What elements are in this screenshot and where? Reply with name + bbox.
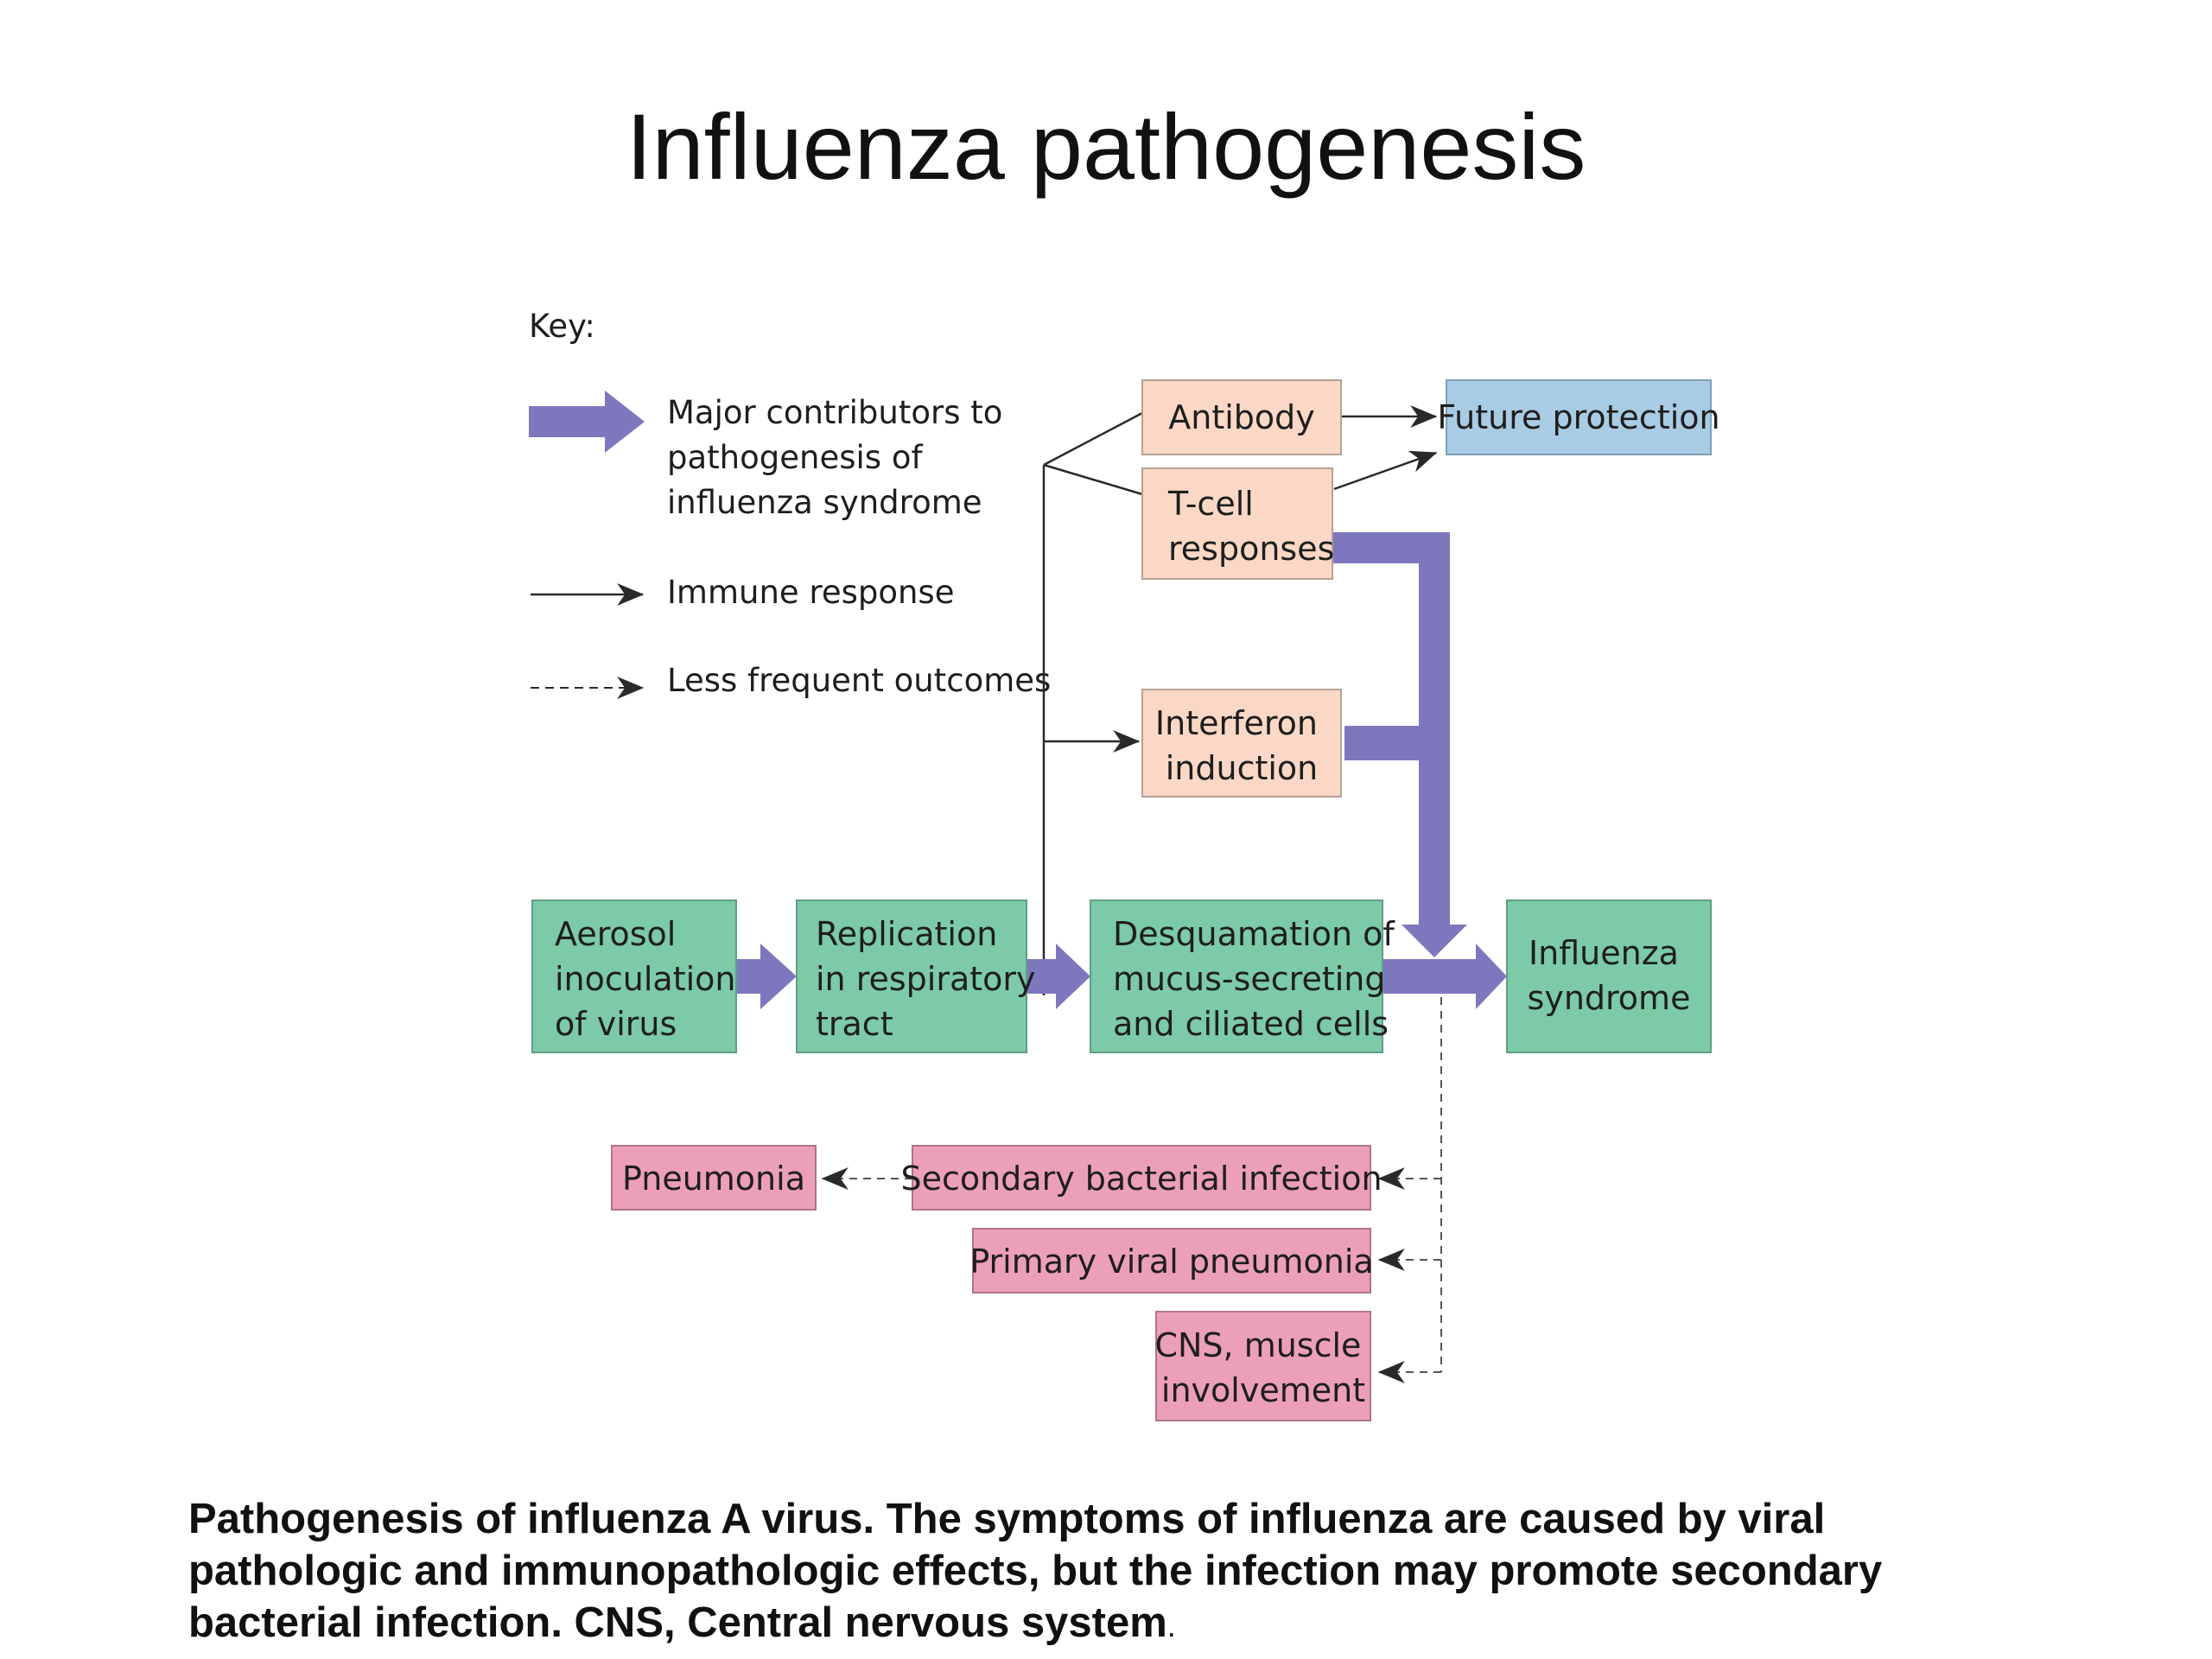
node-future-protection: Future protection <box>1437 379 1720 455</box>
svg-text:Antibody: Antibody <box>1168 398 1315 436</box>
svg-text:CNS, muscle involvement: CNS, muscle involvement <box>1154 1326 1371 1409</box>
key-immune-label: Immune response <box>667 574 954 611</box>
major-arrows <box>734 532 1507 1009</box>
node-antibody: Antibody <box>1141 379 1342 455</box>
figure-caption: Pathogenesis of influenza A virus. The s… <box>188 1493 2037 1652</box>
caption-line-2: pathologic and immunopathologic effects,… <box>188 1548 1883 1594</box>
arrow-replication-to-desquamation <box>1027 944 1090 1009</box>
arrow-desquamation-to-syndrome <box>1382 944 1507 1009</box>
node-tcell-responses: T-cell responses <box>1141 467 1334 580</box>
svg-text:Interferon induction: Interferon induction <box>1155 704 1328 787</box>
immune-connectors <box>1042 405 1438 995</box>
node-aerosol-inoculation: Aerosol inoculation of virus <box>531 899 747 1053</box>
key-legend: Key: Major contributors to pathogenesis … <box>529 308 1051 699</box>
node-desquamation: Desquamation of mucus-secreting and cili… <box>1090 899 1405 1053</box>
arrow-immune-to-syndrome <box>1332 532 1467 957</box>
node-replication: Replication in respiratory tract <box>796 899 1046 1053</box>
node-secondary-bacterial-infection: Secondary bacterial infection <box>900 1145 1382 1211</box>
svg-text:Primary viral pneumonia: Primary viral pneumonia <box>969 1243 1373 1281</box>
key-less-frequent-label: Less frequent outcomes <box>667 662 1051 699</box>
node-cns-muscle-involvement: CNS, muscle involvement <box>1154 1311 1371 1421</box>
less-frequent-connectors <box>821 997 1442 1383</box>
svg-text:T-cell responses: T-cell responses <box>1167 485 1334 568</box>
svg-text:Pneumonia: Pneumonia <box>622 1160 805 1198</box>
slide-title: Influenza pathogenesis <box>626 94 1586 199</box>
caption-line-3-text: bacterial infection. CNS, Central nervou… <box>188 1599 1167 1646</box>
node-interferon-induction: Interferon induction <box>1141 689 1342 798</box>
key-major-label: Major contributors to pathogenesis of in… <box>667 394 1013 521</box>
caption-line-1: Pathogenesis of influenza A virus. The s… <box>188 1496 1826 1542</box>
svg-text:Aerosol inoculation: Aerosol inoculation of virus <box>555 915 747 1043</box>
caption-end: . <box>1166 1608 1176 1643</box>
arrow-aerosol-to-replication <box>734 944 797 1009</box>
svg-text:Secondary bacterial infection: Secondary bacterial infection <box>900 1160 1382 1198</box>
node-pneumonia: Pneumonia <box>611 1145 817 1211</box>
key-major-arrow-icon <box>529 391 645 453</box>
svg-text:Influenza syndrome: Influenza syndrome <box>1528 934 1691 1017</box>
caption-line-3: bacterial infection. CNS, Central nervou… <box>188 1597 2037 1652</box>
svg-text:Replication in respirato: Replication in respiratory tract <box>816 915 1046 1043</box>
svg-text:Desquamation of mucus-se: Desquamation of mucus-secreting and cili… <box>1113 915 1405 1043</box>
key-heading: Key: <box>529 308 595 345</box>
node-influenza-syndrome: Influenza syndrome <box>1506 899 1712 1053</box>
svg-text:Future protection: Future protection <box>1437 398 1719 436</box>
node-primary-viral-pneumonia: Primary viral pneumonia <box>969 1228 1374 1294</box>
